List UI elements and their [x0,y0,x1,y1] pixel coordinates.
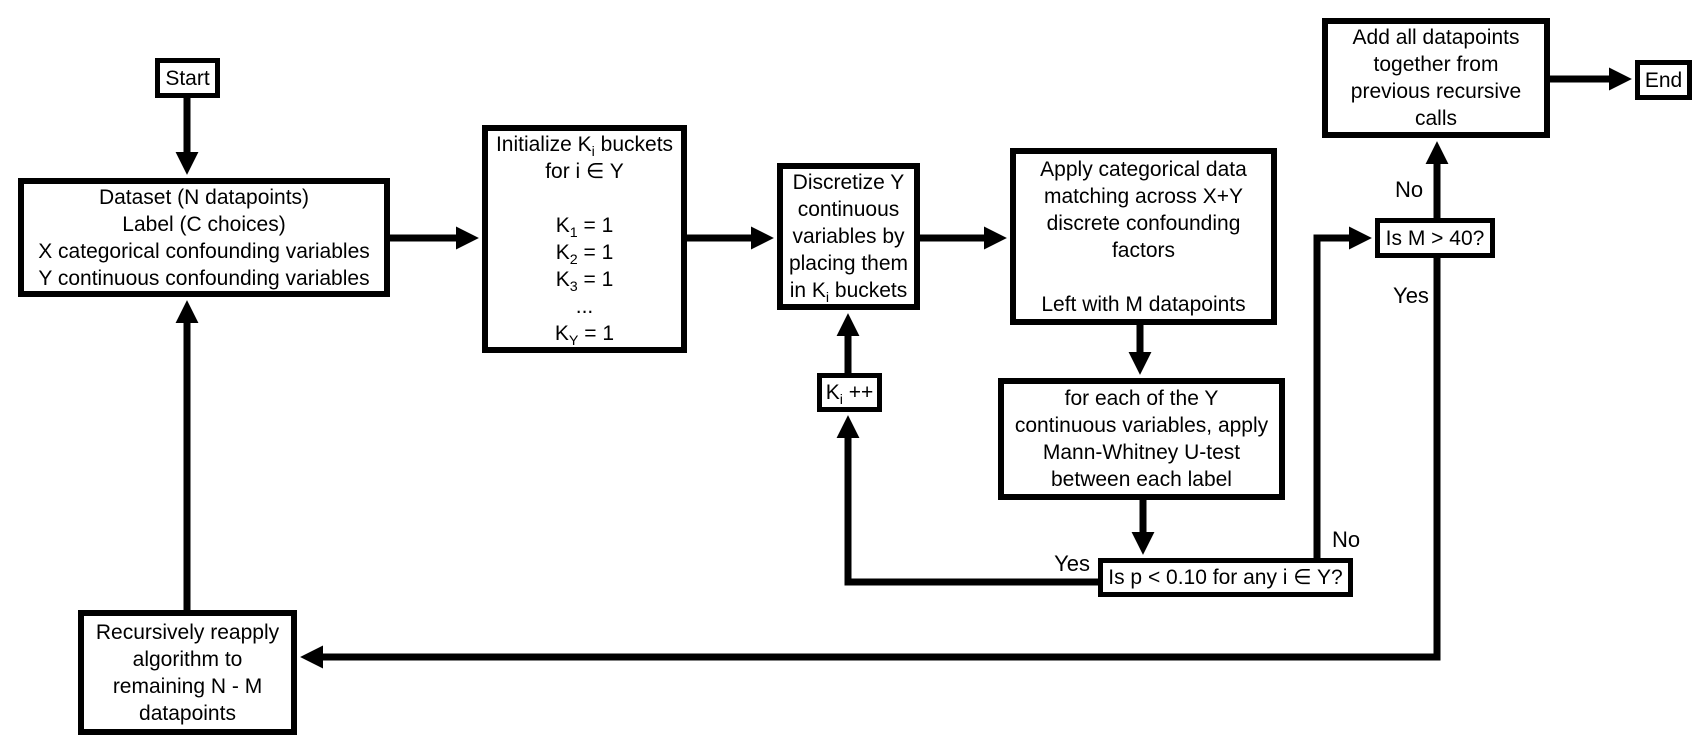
increment-k-node: Ki ++ [817,373,882,412]
start-node: Start [155,58,220,98]
dataset-node: Dataset (N datapoints)Label (C choices)X… [18,178,390,297]
m-test-yes-label: Yes [1393,283,1429,308]
edge-m-test-yes-to-recurse [300,258,1441,669]
end-node: End [1635,60,1692,100]
edge-p-test-yes-to-increment-k [836,415,1098,586]
p-value-decision-node: Is p < 0.10 for any i ∈ Y? [1098,558,1353,597]
edge-p-test-no-to-m-test [1313,226,1372,558]
p-test-no-label: No [1331,527,1361,552]
m-threshold-decision-node-label: Is M > 40? [1385,226,1485,250]
start-node-label: Start [165,66,210,90]
m-test-no-label: No [1394,177,1424,202]
p-test-yes-label: Yes [1054,551,1090,576]
increment-k-node-label: Ki ++ [825,381,874,409]
end-node-label: End [1644,68,1683,92]
p-value-decision-node-label: Is p < 0.10 for any i ∈ Y? [1108,566,1343,589]
m-threshold-decision-node: Is M > 40? [1375,218,1495,258]
dataset-node-text: Dataset (N datapoints)Label (C choices)X… [38,185,370,290]
